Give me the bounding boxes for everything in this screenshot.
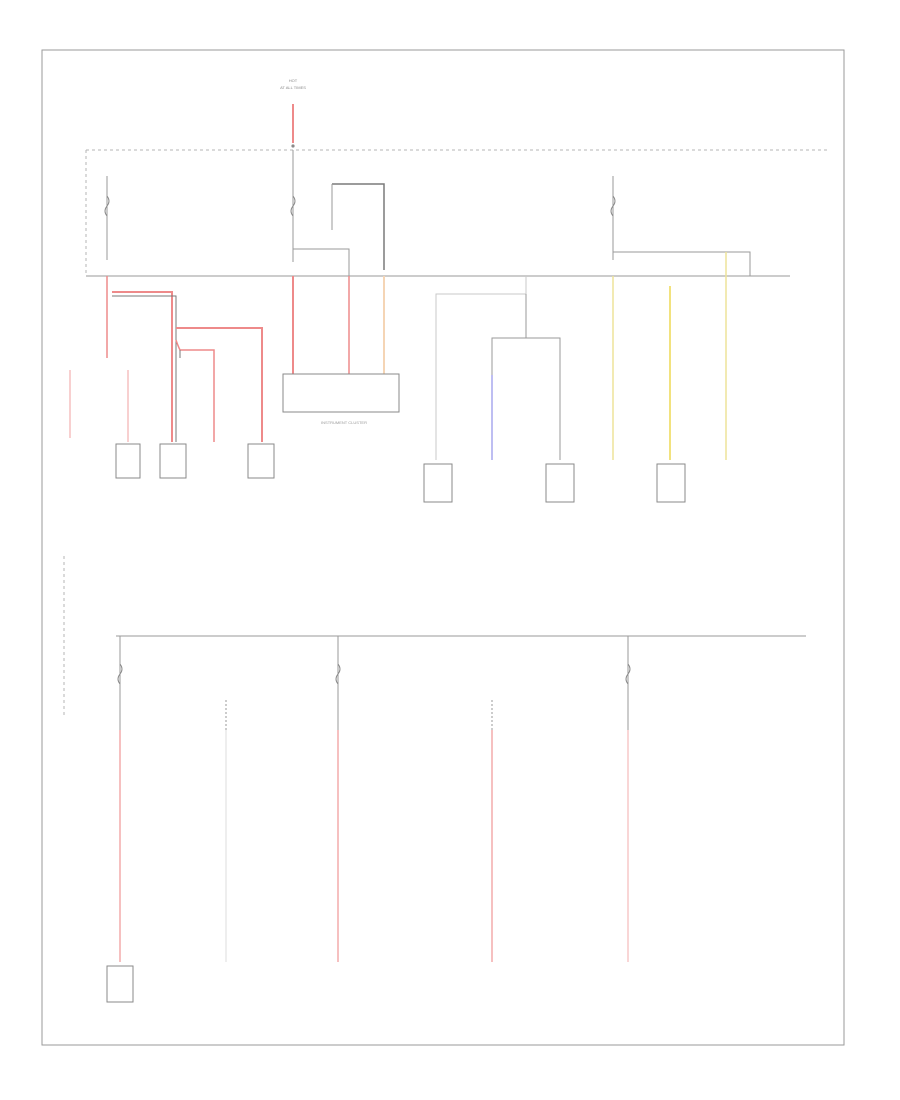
source-connector-icon	[291, 144, 295, 148]
wire-gray	[435, 276, 527, 460]
component-box	[423, 463, 453, 503]
consumer-6	[423, 463, 453, 503]
wire-branch	[491, 294, 561, 460]
cluster-feed-bus	[293, 184, 350, 276]
wire-red	[175, 339, 215, 442]
fuse-icon	[335, 636, 341, 730]
top-source-label-line-2: AT ALL TIMES	[280, 85, 306, 90]
component-box	[656, 463, 686, 503]
bottom-consumer-1	[106, 965, 134, 1003]
top-source-label: HOT AT ALL TIMES	[280, 78, 306, 90]
fuse-icon	[290, 150, 296, 262]
consumer-5	[247, 443, 275, 479]
consumer-2	[115, 370, 141, 479]
top-source-label-line-1: HOT	[289, 78, 298, 83]
relay-feed-wire	[332, 183, 385, 270]
fuse-icon	[117, 636, 123, 730]
fuse-box-dashed-outline	[85, 149, 828, 276]
consumer-10	[656, 463, 686, 503]
fuse-icon	[610, 176, 616, 260]
consumer-3	[159, 443, 187, 479]
instrument-cluster-box	[282, 373, 400, 413]
component-box	[159, 443, 187, 479]
instrument-cluster-label: INSTRUMENT CLUSTER	[321, 420, 367, 425]
wire-red	[176, 327, 263, 442]
wire-black	[112, 295, 177, 442]
component-box	[106, 965, 134, 1003]
component-box	[247, 443, 275, 479]
fuse-icon	[625, 636, 631, 730]
diagram-frame	[41, 49, 845, 1046]
right-feed-bus	[613, 251, 751, 276]
wire-red	[112, 291, 173, 442]
consumer-8	[545, 463, 575, 503]
component-box	[545, 463, 575, 503]
fuse-icon	[104, 176, 110, 260]
component-box	[115, 443, 141, 479]
